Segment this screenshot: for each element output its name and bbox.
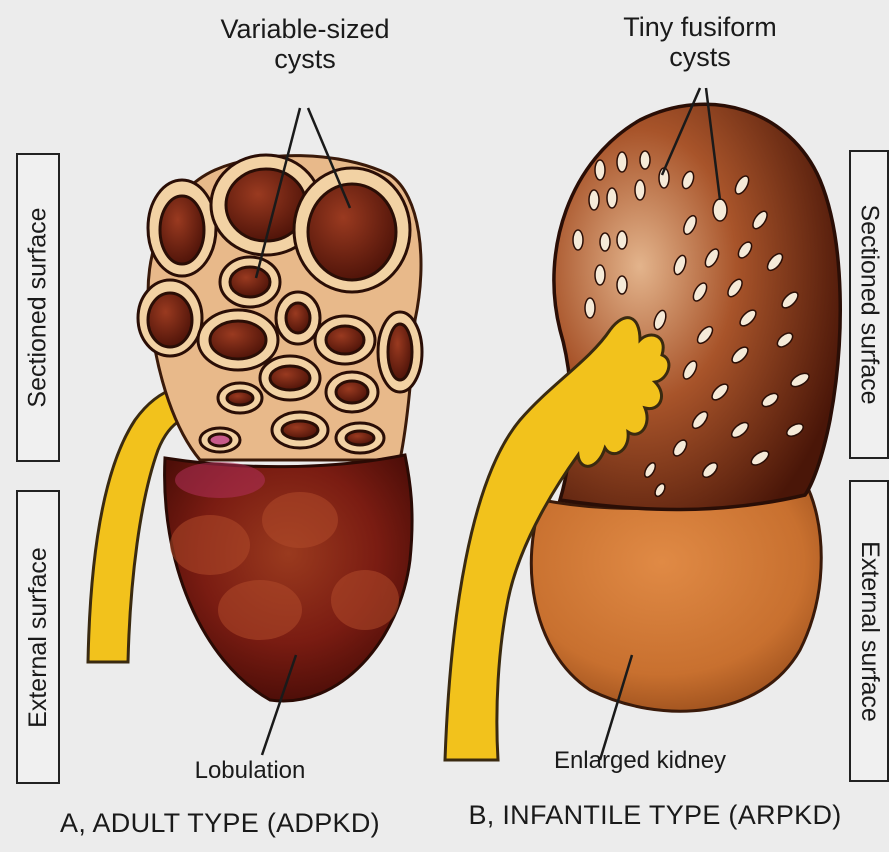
adult-kidney bbox=[88, 108, 422, 755]
side-label-right-external: External surface bbox=[849, 480, 889, 782]
label-cysts-left: cysts bbox=[190, 44, 420, 74]
label-tiny-fusiform: Tiny fusiform bbox=[600, 12, 800, 42]
infantile-external-surface bbox=[531, 482, 821, 711]
side-label-left-external: External surface bbox=[16, 490, 60, 784]
side-label-right-sectioned: Sectioned surface bbox=[849, 150, 889, 459]
label-tiny-fusiform-cysts: Tiny fusiform cysts bbox=[600, 12, 800, 72]
label-lobulation: Lobulation bbox=[175, 758, 325, 785]
caption-infantile: B, INFANTILE TYPE (ARPKD) bbox=[440, 800, 870, 830]
label-variable-sized: Variable-sized bbox=[190, 14, 420, 44]
caption-adult: A, ADULT TYPE (ADPKD) bbox=[30, 808, 410, 838]
side-label-left-sectioned: Sectioned surface bbox=[16, 153, 60, 462]
infantile-kidney bbox=[445, 88, 840, 760]
label-enlarged-kidney: Enlarged kidney bbox=[535, 748, 745, 775]
label-cysts-right: cysts bbox=[600, 42, 800, 72]
label-variable-sized-cysts: Variable-sized cysts bbox=[190, 14, 420, 74]
